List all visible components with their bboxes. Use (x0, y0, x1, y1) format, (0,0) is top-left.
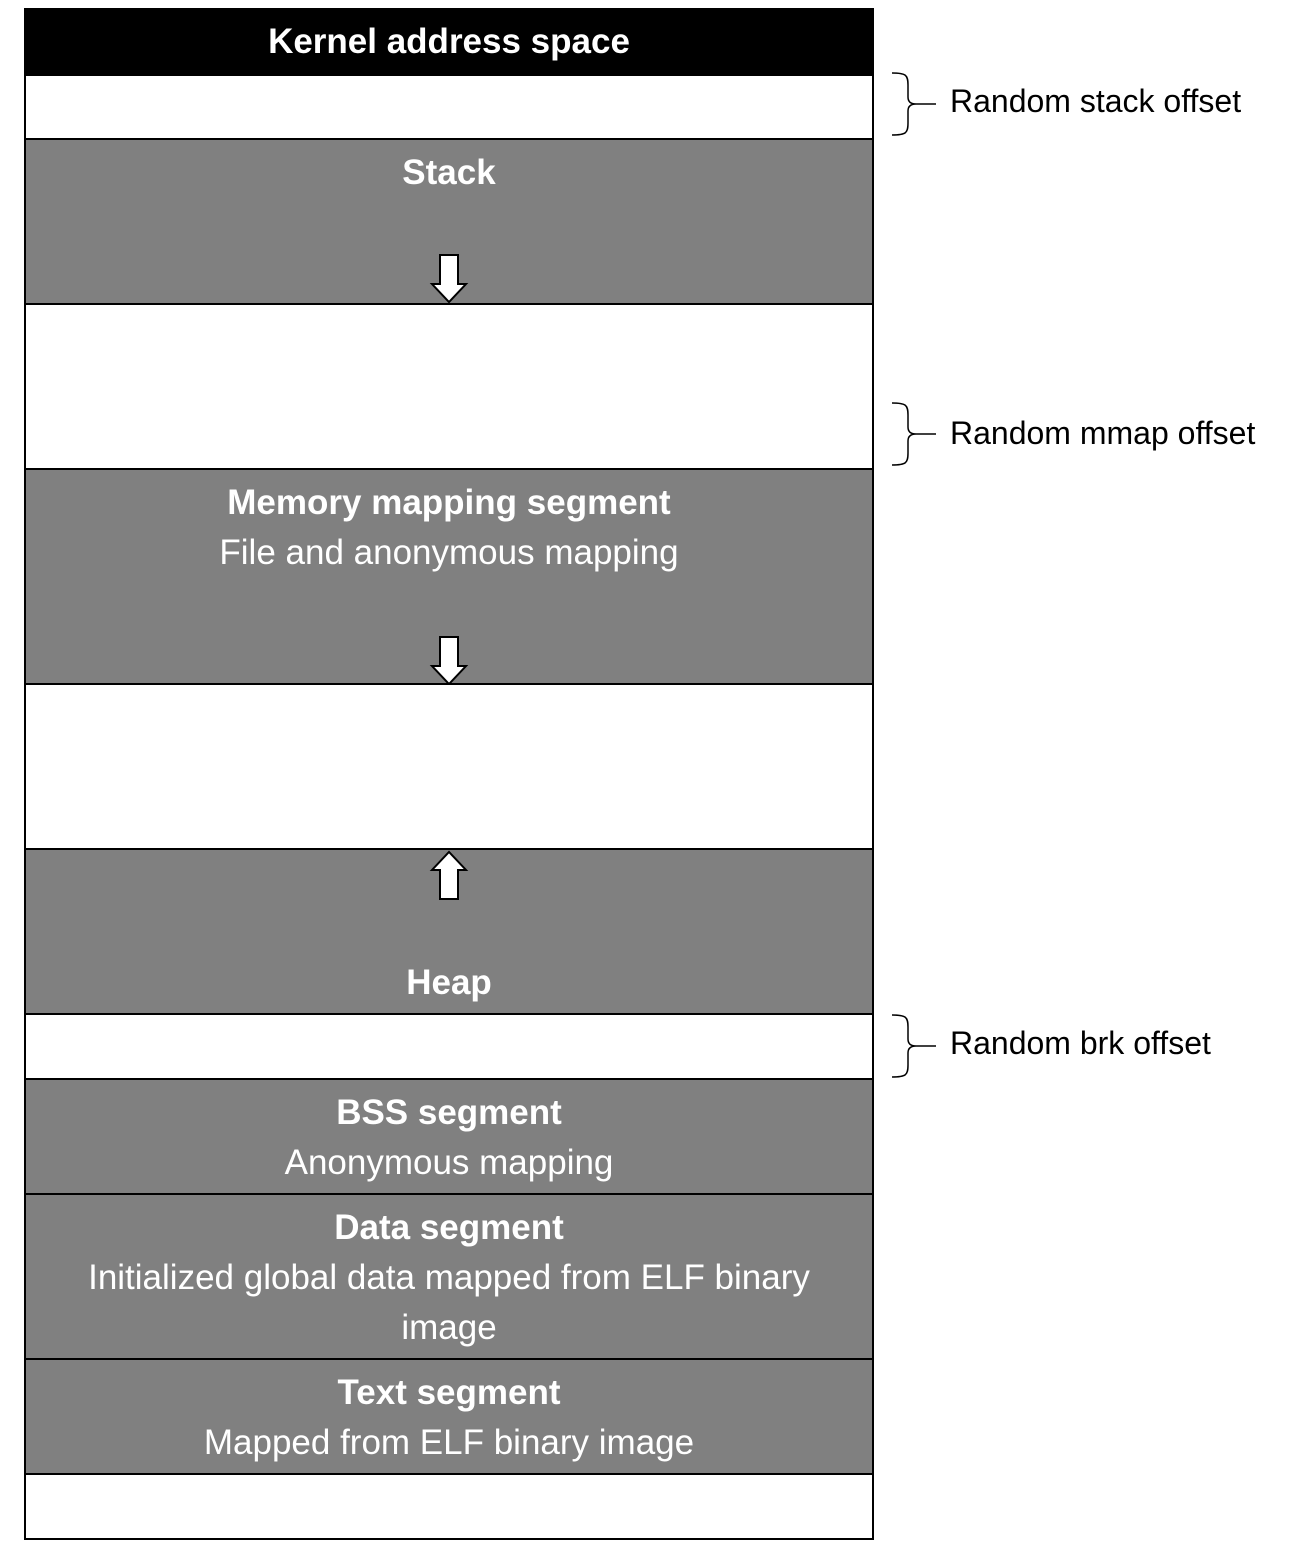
curly-brace-icon (891, 72, 936, 136)
kernel-title: Kernel address space (268, 22, 630, 61)
arrow-down-icon (429, 636, 469, 686)
free-gap-lower (24, 683, 874, 850)
brk-offset-gap (24, 1013, 874, 1080)
random-stack-offset-label: Random stack offset (950, 83, 1242, 119)
bss-title: BSS segment (336, 1093, 562, 1132)
stack-offset-gap (24, 74, 874, 140)
bottom-gap (24, 1473, 874, 1540)
stack-title: Stack (402, 153, 496, 192)
free-gap-upper (24, 303, 874, 470)
arrow-up-icon (429, 850, 469, 900)
kernel-address-space: Kernel address space (24, 8, 874, 76)
data-subtitle: Initialized global data mapped from ELF … (88, 1258, 810, 1347)
bss-subtitle: Anonymous mapping (284, 1143, 614, 1182)
data-title: Data segment (334, 1208, 564, 1247)
text-title: Text segment (337, 1373, 561, 1412)
random-brk-offset-label: Random brk offset (950, 1025, 1211, 1061)
mmap-subtitle: File and anonymous mapping (219, 533, 679, 572)
heap-title: Heap (406, 963, 492, 1002)
random-mmap-offset-label: Random mmap offset (950, 415, 1256, 451)
text-segment: Text segment Mapped from ELF binary imag… (24, 1358, 874, 1475)
mmap-title: Memory mapping segment (227, 483, 671, 522)
heap-segment: Heap (24, 848, 874, 1015)
memory-mapping-segment: Memory mapping segment File and anonymou… (24, 468, 874, 686)
bss-segment: BSS segment Anonymous mapping (24, 1078, 874, 1195)
text-subtitle: Mapped from ELF binary image (203, 1423, 695, 1462)
stack-segment: Stack (24, 138, 874, 305)
curly-brace-icon (891, 402, 936, 466)
arrow-down-icon (429, 254, 469, 304)
curly-brace-icon (891, 1014, 936, 1078)
data-segment: Data segment Initialized global data map… (24, 1193, 874, 1360)
